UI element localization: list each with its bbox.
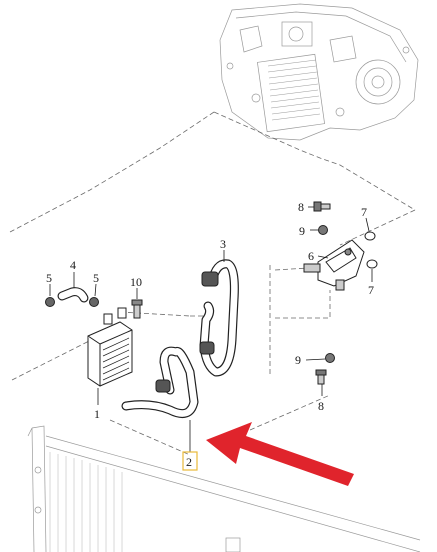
- screw-8-upper: [308, 201, 331, 212]
- red-pointer-arrow: [206, 422, 354, 486]
- oil-cooler: [87, 307, 133, 405]
- callout-8-upper: 8: [298, 200, 304, 214]
- washer-5-left: [45, 284, 55, 307]
- callout-8-lower: 8: [318, 399, 324, 413]
- callout-5-right: 5: [93, 271, 99, 285]
- callout-7-upper: 7: [361, 205, 367, 219]
- callout-1: 1: [94, 407, 100, 421]
- callout-2-highlight-box: [182, 451, 198, 471]
- callout-7-lower: 7: [368, 283, 374, 297]
- callout-10: 10: [130, 275, 142, 289]
- nut-9-upper: [310, 225, 328, 235]
- radiator-assembly: [27, 425, 421, 552]
- callout-6: 6: [308, 249, 314, 263]
- callout-9-upper: 9: [299, 224, 305, 238]
- washer-5-right: [89, 283, 99, 307]
- o-ring-7-upper: [364, 217, 376, 241]
- callout-2: 2: [186, 455, 192, 469]
- cooler-hose-3: [199, 250, 239, 377]
- callout-labels: 1 2 3 4 5 5 6 7 7 8 8 9 9 10: [46, 200, 374, 469]
- cooler-hose-2: [121, 346, 199, 452]
- transmission-assembly: [219, 3, 419, 141]
- screw-8-lower: [315, 369, 327, 396]
- callout-9-lower: 9: [295, 353, 301, 367]
- callout-4: 4: [70, 258, 76, 272]
- thermostat-housing-6: [303, 239, 365, 291]
- callout-5-left: 5: [46, 271, 52, 285]
- small-hose-4: [57, 272, 89, 303]
- bolt-10: [131, 288, 143, 319]
- callout-3: 3: [220, 237, 226, 251]
- nut-9-lower: [305, 353, 335, 363]
- o-ring-7-lower: [366, 259, 378, 282]
- dashed-reference-lines: [9, 111, 416, 456]
